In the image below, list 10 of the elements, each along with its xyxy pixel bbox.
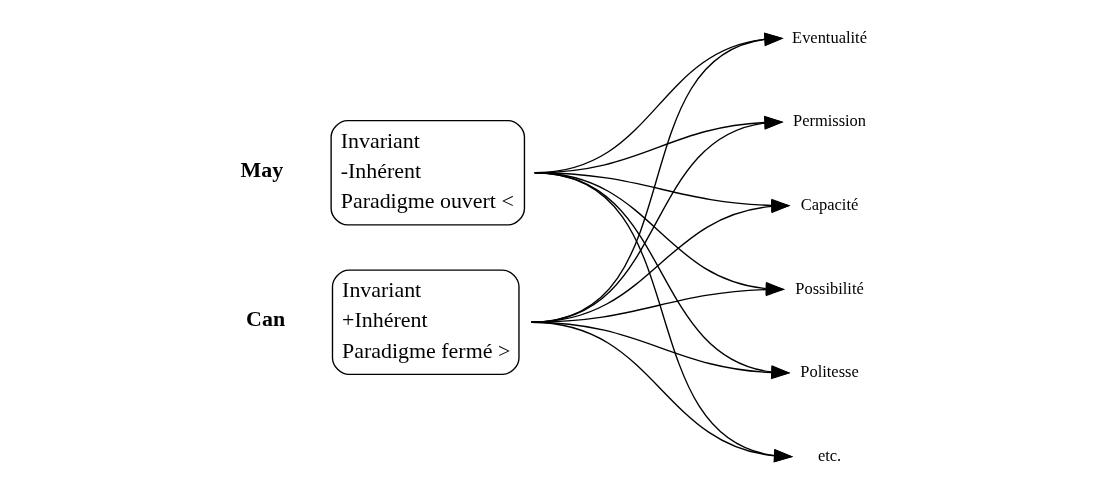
- node-text: Politesse: [799, 362, 859, 382]
- node-text: Eventualité: [791, 27, 867, 47]
- node-label: Can: [245, 306, 285, 332]
- node-text: Capacité: [800, 194, 858, 214]
- node-box: Invariant -Inhérent Paradigme ouvert <: [329, 120, 525, 226]
- node-text: etc.: [817, 445, 841, 465]
- node-text: Permission: [792, 111, 866, 131]
- node-box: Invariant +Inhérent Paradigme fermé >: [331, 269, 520, 375]
- node-label: May: [240, 156, 283, 182]
- node-text: Possibilité: [794, 278, 864, 298]
